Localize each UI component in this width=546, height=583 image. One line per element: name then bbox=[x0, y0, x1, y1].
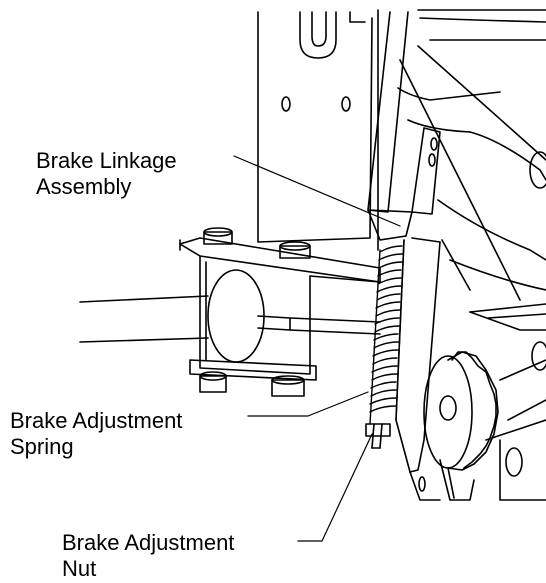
leader-lines bbox=[233, 155, 401, 542]
brake-sprocket bbox=[423, 351, 499, 501]
label-brake-adjustment-nut: Brake Adjustment Nut bbox=[62, 530, 234, 582]
clamp-bolt-bottom-right bbox=[271, 375, 305, 397]
label-line: Nut bbox=[62, 556, 97, 581]
leader-line-nut bbox=[297, 433, 373, 542]
label-line: Brake Linkage bbox=[36, 148, 177, 173]
clamp-bolt-top-right bbox=[279, 241, 311, 259]
lower-mechanism bbox=[469, 303, 546, 501]
shaft-tubes bbox=[79, 295, 209, 343]
brake-arm bbox=[395, 237, 441, 501]
label-line: Spring bbox=[10, 434, 74, 459]
leader-line-spring bbox=[247, 391, 369, 417]
clamp-bolt-bottom-left bbox=[199, 371, 227, 393]
label-line: Assembly bbox=[36, 174, 132, 199]
mounting-bracket bbox=[257, 9, 379, 251]
brake-adjustment-nut-part bbox=[365, 423, 391, 449]
clamp-block bbox=[179, 237, 381, 381]
label-brake-linkage-assembly: Brake Linkage Assembly bbox=[36, 148, 177, 200]
leader-line-linkage bbox=[233, 155, 401, 227]
label-line: Brake Adjustment bbox=[62, 530, 235, 555]
clamp-bolt-top-left bbox=[203, 227, 233, 245]
brake-linkage-assembly-part bbox=[367, 11, 441, 241]
label-brake-adjustment-spring: Brake Adjustment Spring bbox=[10, 408, 182, 460]
label-line: Brake Adjustment bbox=[10, 408, 183, 433]
